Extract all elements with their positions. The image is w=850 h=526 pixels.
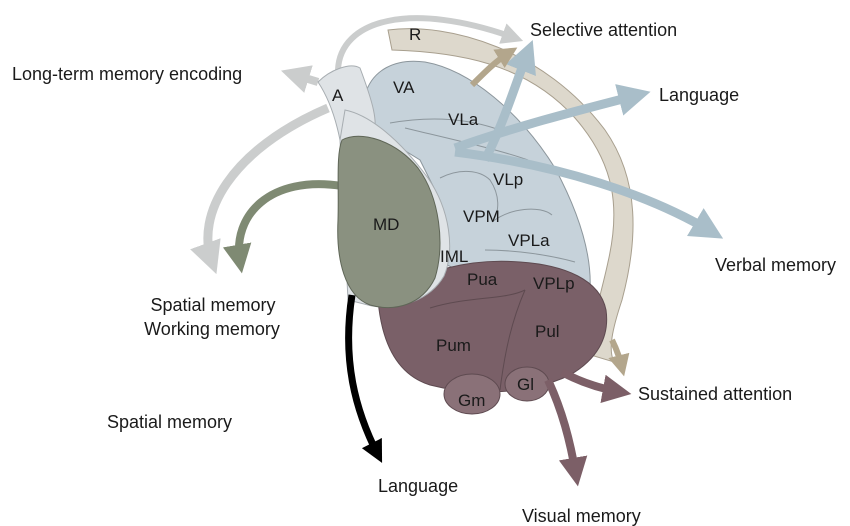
nucleus-label-gm: Gm — [458, 391, 486, 410]
arrow-to-long-term-memory — [280, 65, 320, 93]
label-selective-attention: Selective attention — [530, 20, 678, 40]
label-working-memory: Working memory — [144, 319, 280, 339]
arrow-to-spatial-memory-green — [222, 180, 343, 274]
arrow-to-selective-attention-blue — [480, 39, 536, 163]
arrow-reticular-down — [608, 338, 630, 377]
label-spatial-memory-1: Spatial memory — [150, 295, 276, 315]
label-sustained-attention: Sustained attention — [638, 384, 793, 404]
va-vla-divider — [389, 118, 506, 133]
nucleus-label-a: A — [332, 86, 344, 105]
label-long-term-memory-encoding: Long-term memory encoding — [12, 64, 243, 84]
nucleus-label-vplp: VPLp — [533, 274, 575, 293]
nucleus-label-va: VA — [393, 78, 415, 97]
pulvinar-region — [377, 260, 608, 393]
arrow-to-spatial-memory-gray — [190, 103, 330, 275]
arrow-to-language-bottom — [345, 294, 383, 463]
nucleus-label-r: R — [409, 25, 422, 44]
vpla-vplp-divider — [484, 249, 576, 263]
mediodorsal-nucleus — [337, 135, 441, 308]
arrow-to-sustained-attention — [560, 368, 632, 404]
vpm-vpla-divider — [491, 208, 553, 223]
nucleus-label-pum: Pum — [436, 336, 471, 355]
label-verbal-memory: Verbal memory — [715, 255, 837, 275]
nucleus-label-gl: Gl — [517, 375, 534, 394]
label-visual-memory: Visual memory — [522, 506, 641, 526]
nucleus-label-md: MD — [373, 215, 400, 234]
arrow-to-language-right — [453, 84, 651, 153]
nucleus-label-vla: VLa — [448, 110, 479, 129]
nucleus-label-vpla: VPLa — [508, 231, 550, 250]
nucleus-label-pul: Pul — [535, 322, 560, 341]
nucleus-label-vpm: VPM — [463, 207, 500, 226]
vlp-vpm-divider — [439, 171, 499, 223]
pua-pum-divider — [429, 289, 526, 309]
arrow-to-verbal-memory — [454, 147, 724, 239]
arrow-to-selective-attention-gray — [335, 15, 524, 71]
nucleus-label-vlp: VLp — [493, 170, 524, 189]
arrow-to-selective-attention-tan — [469, 47, 518, 88]
label-spatial-memory-2: Spatial memory — [107, 412, 233, 432]
pum-pul-divider — [499, 289, 526, 391]
label-language-right: Language — [659, 85, 740, 105]
label-language-bottom: Language — [378, 476, 459, 496]
nucleus-label-pua: Pua — [467, 270, 498, 289]
medial-geniculate — [443, 373, 501, 415]
arrow-to-visual-memory — [544, 378, 588, 487]
nucleus-label-iml: IML — [440, 247, 469, 266]
